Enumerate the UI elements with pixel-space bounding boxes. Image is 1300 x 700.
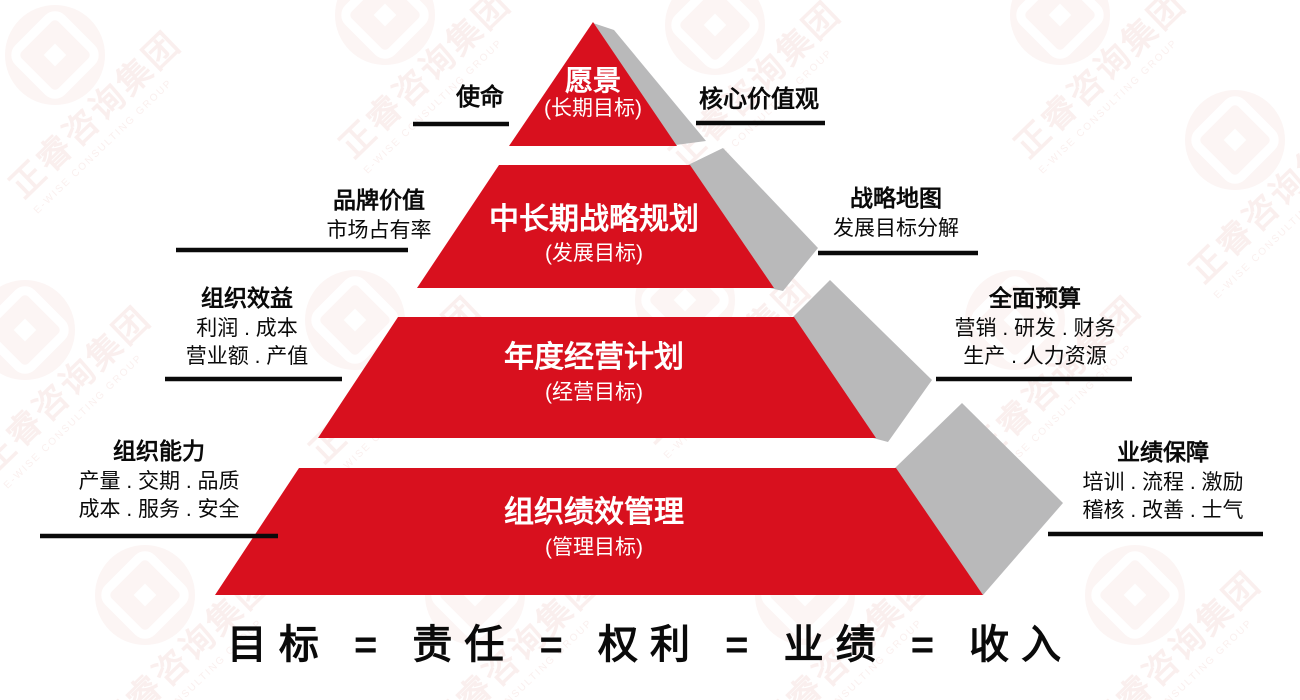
tier-3-face [318,317,876,438]
tier-1-subtitle: (长期目标) [544,97,642,121]
tier-3-subtitle: (经营目标) [545,380,643,404]
tier-4-title: 组织绩效管理 [504,496,684,529]
left-label-heading: 组织能力 [112,438,205,464]
left-label-line: 利润 . 成本 [196,317,298,341]
right-label-heading: 全面预算 [988,285,1081,311]
left-label-line: 成本 . 服务 . 安全 [78,498,240,522]
right-label-heading: 战略地图 [850,185,942,211]
left-label-org-capability: 组织能力 产量 . 交期 . 品质 成本 . 服务 . 安全 [78,438,240,524]
tier-2-label: 中长期战略规划 (发展目标) [489,204,699,265]
left-label-line: 市场占有率 [326,219,432,243]
right-label-full-budget: 全面预算 营销 . 研发 . 财务 生产 . 人力资源 [954,285,1116,371]
left-label-org-benefit: 组织效益 利润 . 成本 营业额 . 产值 [185,285,309,371]
tier-4-shadow [895,403,1063,595]
right-label-heading: 业绩保障 [1116,439,1209,465]
right-label-line: 生产 . 人力资源 [963,345,1107,369]
right-label-heading: 核心价值观 [699,86,819,113]
right-label-line: 发展目标分解 [833,217,959,241]
tier-4-face [215,468,983,595]
tier-2-shadow [688,148,818,291]
tier-1-shadow [593,23,706,146]
left-label-heading: 使命 [456,84,504,111]
tier-4-label: 组织绩效管理 (管理目标) [504,497,684,559]
tier-1-face [509,22,677,146]
right-label-performance-guarantee: 业绩保障 培训 . 流程 . 激励 稽核 . 改善 . 士气 [1082,439,1244,525]
left-label-brand-value: 品牌价值 市场占有率 [326,187,432,245]
left-label-line: 产量 . 交期 . 品质 [78,470,240,494]
tier-3-shadow [793,280,932,442]
footer-formula: 目标 = 责任 = 权利 = 业绩 = 收入 [226,623,1074,667]
tier-1-label: 愿景 (长期目标) [544,66,642,120]
tier-3-label: 年度经营计划 (经营目标) [504,342,684,404]
tier-1-title: 愿景 [564,65,621,96]
tier-2-title: 中长期战略规划 [489,203,699,236]
left-label-heading: 组织效益 [200,285,293,311]
left-label-heading: 品牌价值 [333,187,425,213]
tier-2-face [417,165,774,288]
right-label-line: 培训 . 流程 . 激励 [1082,471,1244,495]
right-label-core-values: 核心价值观 [699,86,819,117]
tier-4-subtitle: (管理目标) [545,535,643,559]
left-label-mission: 使命 [456,84,504,115]
right-label-strategy-map: 战略地图 发展目标分解 [833,185,959,243]
tier-3-title: 年度经营计划 [504,341,684,374]
right-label-line: 稽核 . 改善 . 士气 [1082,499,1244,523]
right-label-line: 营销 . 研发 . 财务 [954,317,1116,341]
tier-2-subtitle: (发展目标) [545,241,643,265]
left-label-line: 营业额 . 产值 [185,345,309,369]
